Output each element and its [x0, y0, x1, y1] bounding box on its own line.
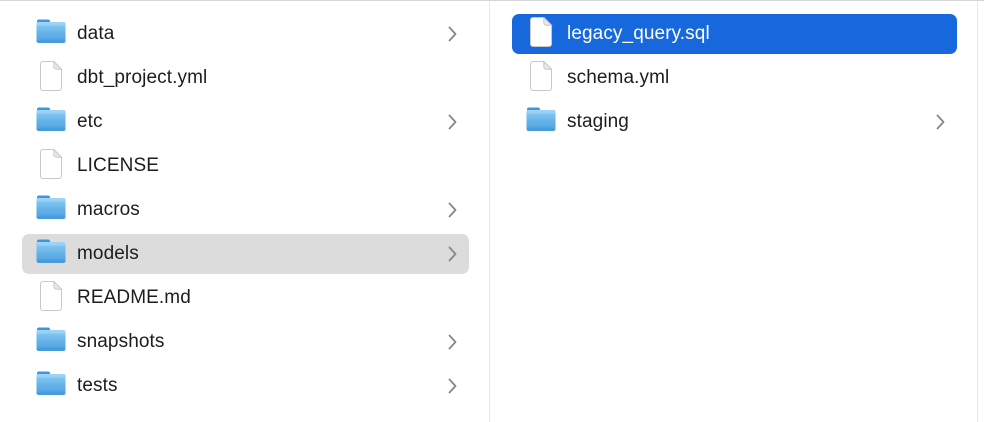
chevron-right-icon — [448, 334, 457, 350]
file-row-readme-md[interactable]: README.md — [0, 276, 489, 320]
file-row-dbt-project-yml[interactable]: dbt_project.yml — [0, 56, 489, 100]
item-label: README.md — [77, 287, 191, 308]
item-label: macros — [77, 199, 140, 220]
folder-icon — [36, 239, 66, 269]
folder-row-data[interactable]: data — [0, 12, 489, 56]
row-highlight: data — [22, 14, 469, 54]
empty-preview-column — [978, 1, 984, 422]
row-highlight: macros — [22, 190, 469, 230]
item-label: staging — [567, 111, 629, 132]
row-highlight: staging — [512, 102, 957, 142]
icon-slot — [526, 59, 556, 96]
icon-slot — [36, 371, 66, 401]
folder-icon — [36, 107, 66, 137]
icon-slot — [36, 239, 66, 269]
file-row-schema-yml[interactable]: schema.yml — [490, 56, 977, 100]
folder-row-staging[interactable]: staging — [490, 100, 977, 144]
document-icon — [39, 59, 63, 96]
item-label: etc — [77, 111, 103, 132]
folder-icon — [36, 19, 66, 49]
icon-slot — [36, 195, 66, 225]
row-highlight: etc — [22, 102, 469, 142]
file-row-legacy-query-sql[interactable]: legacy_query.sql — [490, 12, 977, 56]
item-label: LICENSE — [77, 155, 160, 176]
chevron-right-icon — [448, 378, 457, 394]
row-highlight: README.md — [22, 278, 469, 318]
icon-slot — [36, 107, 66, 137]
icon-slot — [526, 15, 556, 52]
item-label: dbt_project.yml — [77, 67, 208, 88]
folder-icon — [36, 371, 66, 401]
icon-slot — [36, 279, 66, 316]
item-label: snapshots — [77, 331, 165, 352]
document-icon — [529, 15, 553, 52]
folder-row-models[interactable]: models — [0, 232, 489, 276]
chevron-right-icon — [448, 114, 457, 130]
chevron-right-icon — [448, 202, 457, 218]
icon-slot — [36, 327, 66, 357]
folder-icon — [36, 195, 66, 225]
item-label: schema.yml — [567, 67, 670, 88]
folder-row-tests[interactable]: tests — [0, 364, 489, 408]
models-folder-column: legacy_query.sql schema.yml staging — [490, 1, 978, 422]
file-row-license[interactable]: LICENSE — [0, 144, 489, 188]
icon-slot — [36, 59, 66, 96]
document-icon — [529, 59, 553, 96]
item-label: models — [77, 243, 139, 264]
chevron-right-icon — [448, 26, 457, 42]
row-highlight: tests — [22, 366, 469, 406]
folder-icon — [36, 327, 66, 357]
chevron-right-icon — [936, 114, 945, 130]
row-highlight: snapshots — [22, 322, 469, 362]
folder-row-etc[interactable]: etc — [0, 100, 489, 144]
item-label: tests — [77, 375, 118, 396]
folder-icon — [526, 107, 556, 137]
item-label: data — [77, 23, 115, 44]
row-highlight: legacy_query.sql — [512, 14, 957, 54]
icon-slot — [526, 107, 556, 137]
row-highlight: LICENSE — [22, 146, 469, 186]
row-highlight: models — [22, 234, 469, 274]
document-icon — [39, 279, 63, 316]
folder-row-snapshots[interactable]: snapshots — [0, 320, 489, 364]
icon-slot — [36, 19, 66, 49]
row-highlight: dbt_project.yml — [22, 58, 469, 98]
document-icon — [39, 147, 63, 184]
chevron-right-icon — [448, 246, 457, 262]
icon-slot — [36, 147, 66, 184]
folder-row-macros[interactable]: macros — [0, 188, 489, 232]
item-label: legacy_query.sql — [567, 23, 710, 44]
row-highlight: schema.yml — [512, 58, 957, 98]
